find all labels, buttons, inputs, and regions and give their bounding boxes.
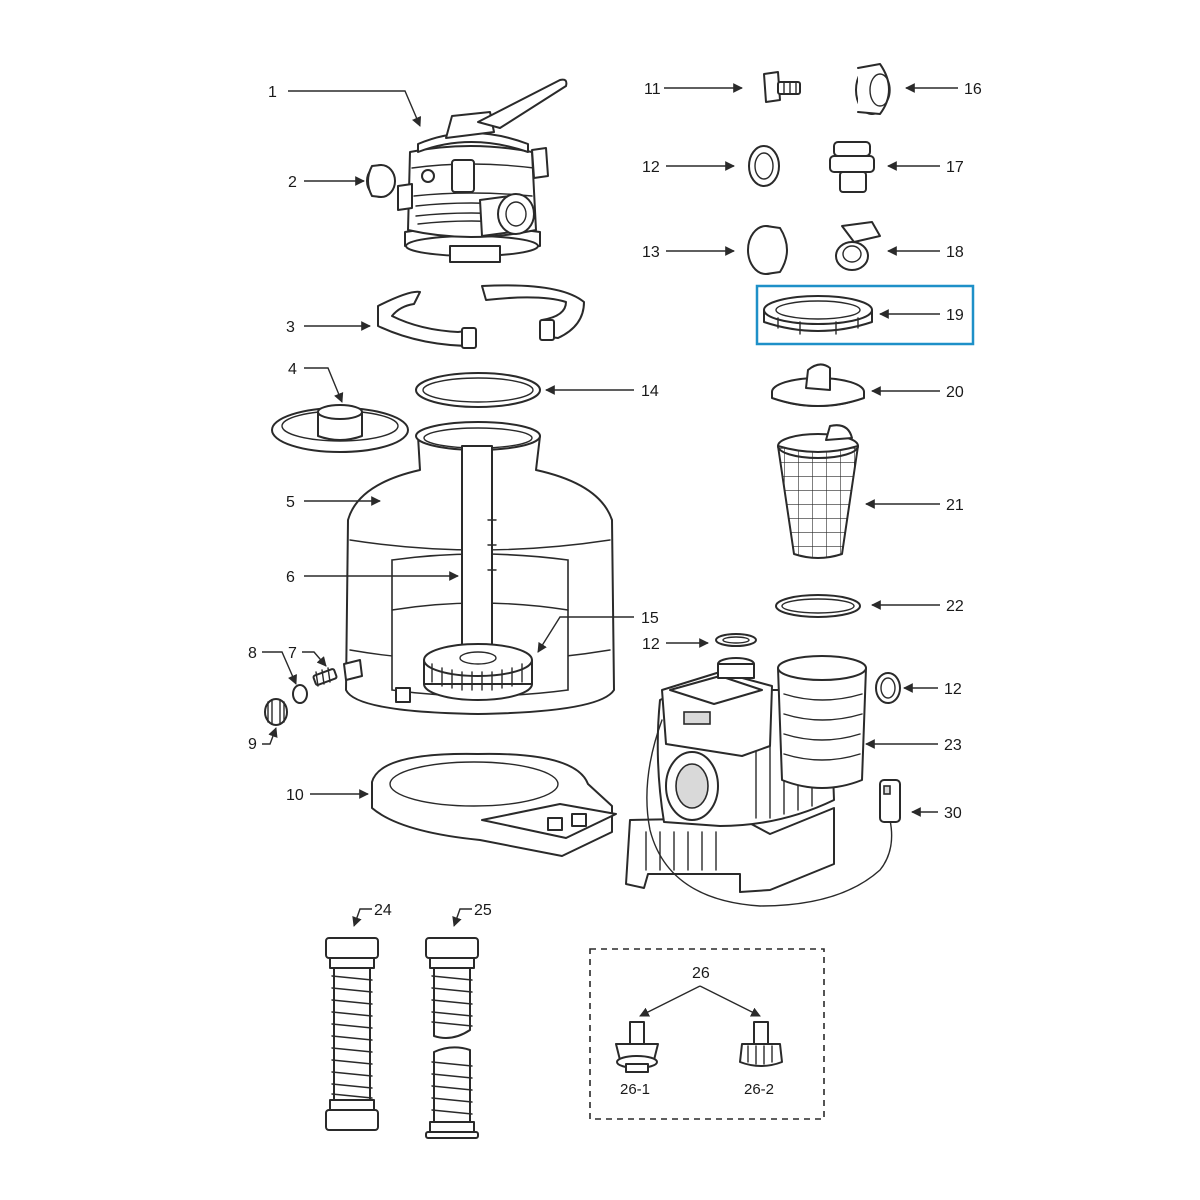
callout-6: 6 <box>286 569 295 586</box>
callout-11: 11 <box>644 81 661 98</box>
part-20-lid <box>771 363 865 407</box>
part-26-1-fitting <box>615 1021 659 1073</box>
part-12-o-ring-pump-top <box>715 633 757 647</box>
callout-26-1: 26-1 <box>620 1081 650 1098</box>
callout-12-side: 12 <box>944 681 962 698</box>
part-18-hose-clamp <box>835 221 881 271</box>
part-24-hose <box>325 937 379 1131</box>
callout-5: 5 <box>286 494 295 511</box>
callout-30: 30 <box>944 805 962 822</box>
part-2-plug <box>366 164 396 198</box>
callout-22: 22 <box>946 598 964 615</box>
callout-25: 25 <box>474 902 492 919</box>
part-13-cap <box>747 225 788 275</box>
part-19-highlight-box <box>755 284 975 346</box>
callout-12-pump: 12 <box>642 636 660 653</box>
callout-8: 8 <box>248 645 257 662</box>
callout-15: 15 <box>641 610 659 627</box>
callout-4: 4 <box>288 361 297 378</box>
callout-3: 3 <box>286 319 295 336</box>
callout-26-2: 26-2 <box>744 1081 774 1098</box>
callout-12-top: 12 <box>642 159 660 176</box>
part-3-clamp <box>377 284 585 349</box>
part-23-pump <box>625 655 901 907</box>
part-8-washer <box>292 684 308 704</box>
part-26-group-box <box>589 948 825 1120</box>
callout-14: 14 <box>641 383 659 400</box>
callout-19: 19 <box>946 307 964 324</box>
part-15-laterals <box>423 643 533 701</box>
part-19-lid-ring <box>763 295 873 335</box>
part-9-drain-cap <box>264 698 288 726</box>
callout-10: 10 <box>286 787 304 804</box>
callout-20: 20 <box>946 384 964 401</box>
callout-9: 9 <box>248 736 257 753</box>
part-10-base <box>371 752 617 857</box>
part-1-multiport-valve <box>397 78 568 263</box>
part-12-o-ring-side <box>875 672 901 704</box>
part-16-union-nut <box>855 63 891 115</box>
part-21-strainer-basket <box>777 424 859 559</box>
part-17-adapter <box>829 141 875 193</box>
part-4-diffuser-cover <box>271 404 409 453</box>
callout-21: 21 <box>946 497 964 514</box>
part-14-o-ring <box>415 372 541 408</box>
callout-2: 2 <box>288 174 297 191</box>
part-11-bleed-valve <box>763 71 801 103</box>
callout-26: 26 <box>692 965 710 982</box>
callout-17: 17 <box>946 159 964 176</box>
callout-24: 24 <box>374 902 392 919</box>
part-7-drain-screw <box>312 667 338 687</box>
callout-7: 7 <box>288 645 297 662</box>
callout-13: 13 <box>642 244 660 261</box>
callout-23: 23 <box>944 737 962 754</box>
part-26-2-fitting <box>739 1021 783 1067</box>
part-22-o-ring <box>775 594 861 618</box>
callout-18: 18 <box>946 244 964 261</box>
part-12-o-ring <box>748 145 780 187</box>
callout-1: 1 <box>268 84 277 101</box>
part-25-hose <box>425 937 479 1139</box>
callout-16: 16 <box>964 81 982 98</box>
